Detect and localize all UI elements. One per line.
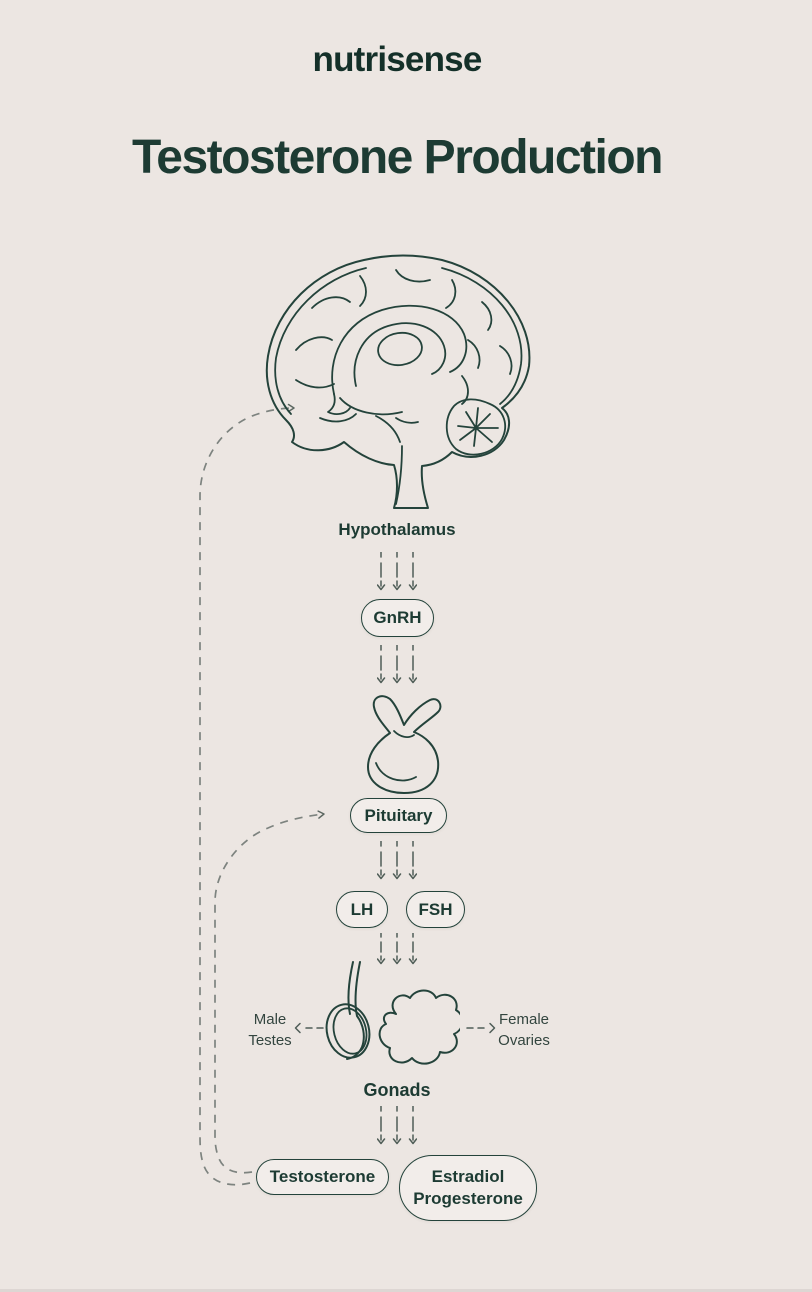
image-bottom-edge bbox=[0, 1289, 812, 1292]
testosterone-pill: Testosterone bbox=[256, 1159, 389, 1195]
pituitary-gland-illustration bbox=[367, 695, 442, 794]
gnrh-pill-label: GnRH bbox=[373, 608, 422, 627]
lh-pill-label: LH bbox=[350, 899, 374, 919]
right-dashed-arrow-icon bbox=[466, 1022, 496, 1034]
downward-dashed-arrows-icon bbox=[377, 552, 417, 591]
ovaries-label-line: Ovaries bbox=[498, 1031, 550, 1049]
downward-dashed-arrows-icon bbox=[377, 841, 417, 880]
female-ovaries-label: Female Ovaries bbox=[488, 1010, 560, 1051]
app-logo: nutrisense bbox=[312, 40, 483, 79]
left-dashed-arrow-icon bbox=[294, 1022, 324, 1034]
downward-dashed-arrows-icon bbox=[377, 645, 417, 684]
pituitary-pill-label: Pituitary bbox=[364, 805, 433, 825]
testis-illustration bbox=[325, 961, 371, 1060]
downward-dashed-arrows-icon bbox=[377, 933, 417, 965]
male-label-line: Male bbox=[253, 1011, 287, 1028]
feedback-path-to-pituitary bbox=[214, 810, 325, 1174]
testes-label-line: Testes bbox=[248, 1031, 292, 1049]
estradiol-pill-line1: Estradiol bbox=[431, 1167, 505, 1187]
brain-illustration bbox=[265, 254, 531, 509]
estradiol-pill-line2: Progesterone bbox=[413, 1189, 523, 1208]
hypothalamus-label: Hypothalamus bbox=[338, 520, 456, 539]
fsh-pill: FSH bbox=[406, 891, 465, 928]
testosterone-pill-label: Testosterone bbox=[269, 1167, 376, 1186]
feedback-path-to-brain bbox=[199, 403, 295, 1186]
gonads-label: Gonads bbox=[363, 1080, 431, 1100]
ovary-illustration bbox=[378, 989, 460, 1065]
female-label-line: Female bbox=[498, 1011, 550, 1028]
gnrh-pill: GnRH bbox=[361, 599, 434, 637]
pituitary-pill: Pituitary bbox=[350, 798, 447, 833]
lh-pill: LH bbox=[336, 891, 388, 928]
page-title: Testosterone Production bbox=[132, 131, 664, 184]
estradiol-progesterone-pill: Estradiol Progesterone bbox=[399, 1155, 537, 1221]
fsh-pill-label: FSH bbox=[418, 899, 453, 919]
downward-dashed-arrows-icon bbox=[377, 1106, 417, 1145]
male-testes-label: Male Testes bbox=[234, 1010, 306, 1051]
